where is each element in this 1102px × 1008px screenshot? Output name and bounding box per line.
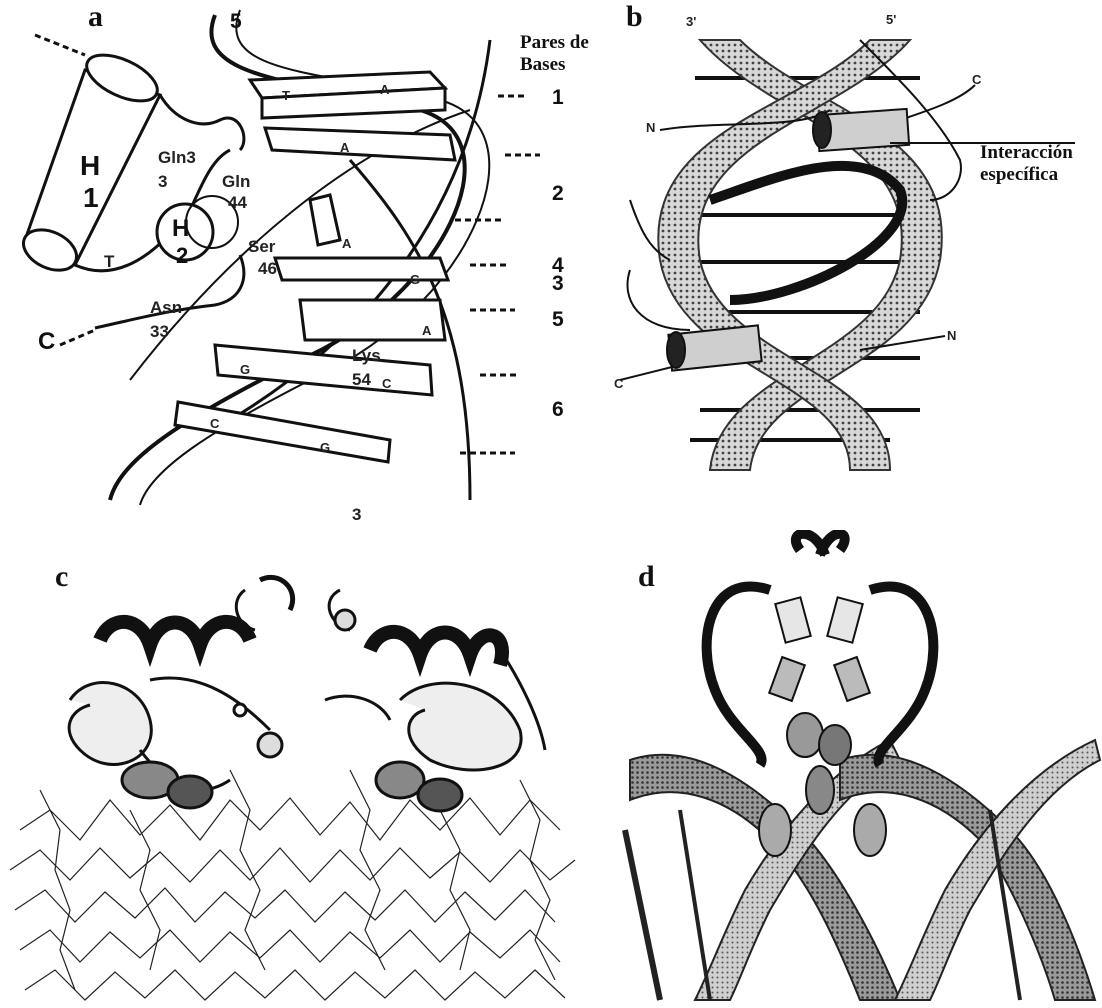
base-letter: A <box>340 140 349 155</box>
residue-lys: Lys <box>352 346 381 366</box>
base-letter: G <box>410 272 420 287</box>
strand-3-prime: 3' <box>686 14 696 29</box>
panel-label-a: a <box>88 0 103 34</box>
base-letter: A <box>342 236 351 251</box>
annotation-line-1: Interacción <box>980 142 1102 164</box>
residue-asn: Asn <box>150 298 182 318</box>
n-terminus-top: N <box>646 120 655 135</box>
panel-b: b 3' 5' N C N C Interacción específica <box>600 0 1102 520</box>
helix-2-number: 2 <box>176 243 188 269</box>
c-terminus: C <box>38 328 55 356</box>
dna-wireframe <box>10 770 575 1000</box>
panel-a-drawing <box>0 0 600 520</box>
helix-1-number: 1 <box>83 182 99 214</box>
base-letter: G <box>240 362 250 377</box>
base-pair-1: 1 <box>552 86 564 110</box>
helix-2-letter: H <box>172 215 189 243</box>
specific-interaction-label: Interacción específica <box>980 142 1102 186</box>
turn-t: T <box>104 252 114 272</box>
annotation-line-2: específica <box>980 164 1102 186</box>
panel-c: c <box>0 530 600 1008</box>
panel-d-drawing <box>600 530 1102 1008</box>
residue-asn-num: 33 <box>150 322 169 342</box>
base-pair-2: 2 <box>552 182 564 206</box>
panel-label-c: c <box>55 560 68 594</box>
base-pair-3: 3 <box>552 272 564 296</box>
base-letter: C <box>382 376 391 391</box>
residue-lys-num: 54 <box>352 370 371 390</box>
c-terminus-top: C <box>972 72 981 87</box>
base-letter: T <box>282 88 290 103</box>
strand-end-top: 5 <box>230 10 242 34</box>
base-letter: A <box>380 82 389 97</box>
residue-ser: Ser <box>248 237 275 257</box>
panel-a: a 5 3 Pares de Bases H 1 H 2 Gln3 3 Gln … <box>0 0 600 520</box>
panel-d: d <box>600 530 1102 1008</box>
panel-label-d: d <box>638 560 655 594</box>
residue-gln-num: 44 <box>228 193 247 213</box>
base-pair-6: 6 <box>552 398 564 422</box>
helix-1-letter: H <box>80 150 100 182</box>
n-terminus-bottom: N <box>947 328 956 343</box>
base-letter: A <box>422 323 431 338</box>
c-terminus-bottom: C <box>614 376 623 391</box>
residue-gln3: Gln3 <box>158 148 196 168</box>
base-pairs-header: Pares de Bases <box>520 32 600 76</box>
strand-5-prime: 5' <box>886 12 896 27</box>
panel-b-drawing <box>600 0 1102 520</box>
base-pair-5: 5 <box>552 308 564 332</box>
panel-c-drawing <box>0 530 600 1008</box>
base-letter: C <box>210 416 219 431</box>
base-letter: G <box>320 440 330 455</box>
strand-end-bottom: 3 <box>352 505 361 525</box>
residue-gln: Gln <box>222 172 250 192</box>
panel-label-b: b <box>626 0 643 34</box>
residue-ser-num: 46 <box>258 259 277 279</box>
residue-gln3-num: 3 <box>158 172 167 192</box>
